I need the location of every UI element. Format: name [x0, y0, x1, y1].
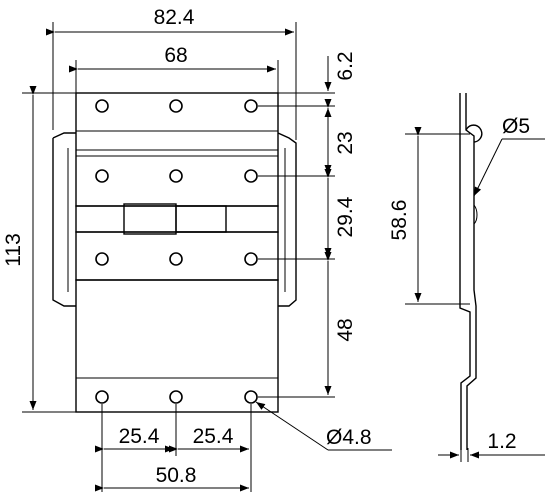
dim-hole-span-width: 68	[164, 44, 187, 67]
bottom-plate	[75, 279, 279, 413]
hole-icon	[169, 169, 183, 183]
hole-icon	[169, 252, 183, 266]
dim-overall-height: 113	[2, 233, 25, 266]
front-view	[52, 92, 297, 413]
dim-right-pitch: 25.4	[193, 425, 234, 448]
hole-icon	[95, 169, 109, 183]
hole-icon	[95, 99, 109, 113]
hole-icon	[169, 390, 183, 404]
hole-icon	[95, 252, 109, 266]
side-view: 58.6 Ø5 1.2	[388, 93, 545, 462]
knuckle-right	[175, 205, 227, 233]
leader-side-hole	[473, 138, 503, 197]
hole-icon	[244, 252, 258, 266]
dim-hinge-pitch: 29.4	[334, 196, 357, 237]
side-knuckle-bend	[473, 204, 478, 225]
knuckle-left	[123, 203, 177, 235]
front-dimensions: 82.4 68 113 6.2 23 29.4 48	[2, 6, 392, 492]
dim-side-height: 58.6	[388, 200, 411, 241]
hole-icon	[244, 169, 258, 183]
hole-icon	[169, 99, 183, 113]
dim-overall-width: 82.4	[154, 6, 195, 29]
dim-side-hole: Ø5	[502, 115, 530, 138]
dim-lower-pitch: 48	[334, 318, 357, 341]
side-plate	[459, 93, 471, 450]
back-plate-outline	[52, 132, 76, 307]
hole-icon	[95, 390, 109, 404]
leader-small-hole	[255, 401, 329, 451]
hole-icon	[244, 390, 258, 404]
knuckle-band	[75, 205, 279, 233]
dim-small-hole: Ø4.8	[326, 426, 372, 449]
dim-left-pitch: 25.4	[119, 425, 160, 448]
side-plate-inner	[465, 93, 477, 450]
dim-bottom-span: 50.8	[156, 464, 197, 487]
dim-top-pitch: 23	[334, 131, 357, 154]
back-plate-outline-right	[277, 132, 297, 307]
side-knuckle	[465, 124, 483, 143]
dim-top-offset: 6.2	[334, 51, 357, 80]
dim-thickness: 1.2	[487, 430, 516, 453]
back-plate-inner	[67, 148, 286, 292]
hole-icon	[244, 99, 258, 113]
